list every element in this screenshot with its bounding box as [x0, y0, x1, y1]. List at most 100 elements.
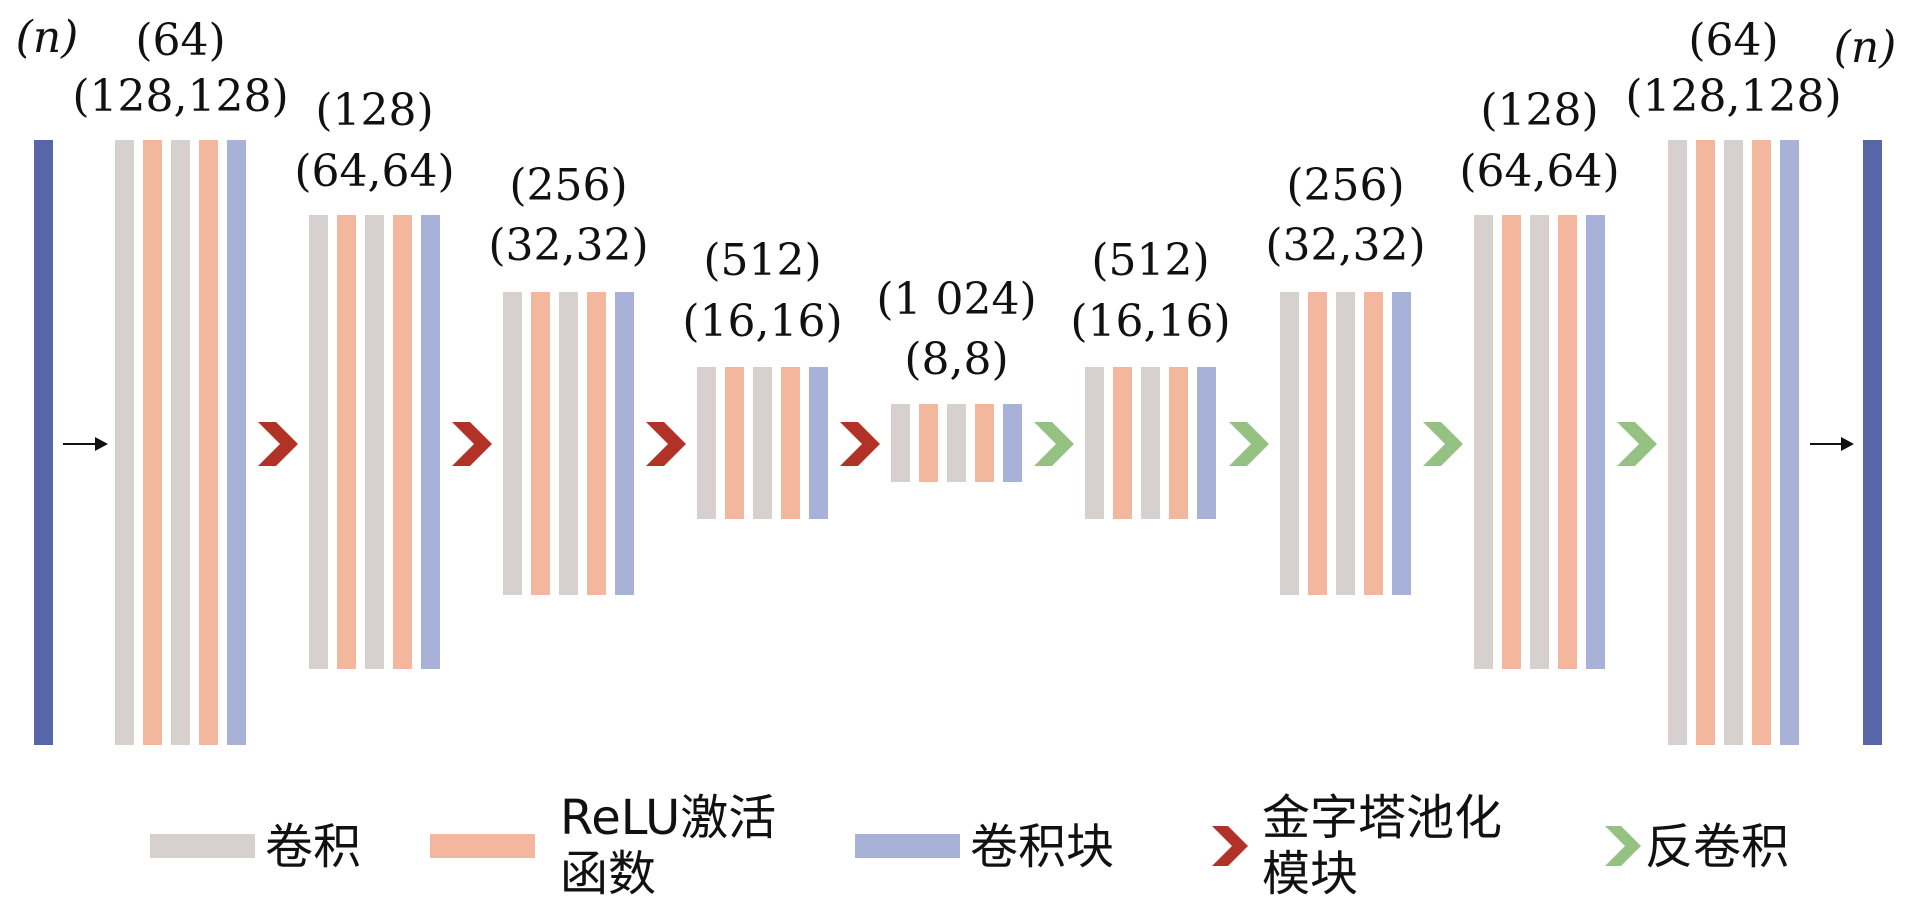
relu-layer: [1113, 367, 1132, 519]
relu-layer: [1364, 292, 1383, 595]
legend-swatch: [1605, 826, 1641, 866]
stage-7: (256) (32,32): [1265, 160, 1426, 595]
stage-size-label: (16,16): [682, 296, 842, 347]
conv-layer: [1668, 140, 1687, 745]
conv-layer: [171, 140, 190, 745]
stages: (64)(128,128)(128)(64,64)(256)(32,32)(51…: [72, 15, 1842, 745]
legend-item-deconv: 反卷积: [1605, 819, 1789, 875]
legend-label: 卷积块: [970, 819, 1114, 875]
conv-block-layer: [1780, 140, 1799, 745]
input-label: (n): [16, 12, 79, 63]
legend-swatch: [150, 834, 255, 858]
stage-size-label: (64,64): [294, 146, 454, 197]
conv-layer: [503, 292, 522, 595]
stage-size-label: (32,32): [1265, 220, 1425, 271]
pyramid-pooling-chevron: [840, 422, 880, 466]
conv-block-layer: [1586, 215, 1605, 669]
legend-label: 卷积: [265, 819, 361, 875]
stage-size-label: (8,8): [904, 334, 1008, 385]
relu-layer: [1752, 140, 1771, 745]
relu-layer: [587, 292, 606, 595]
relu-layer: [975, 404, 994, 482]
deconv-chevron: [1229, 422, 1269, 466]
stage-4: (512) (16,16): [682, 235, 843, 519]
relu-layer: [143, 140, 162, 745]
relu-layer: [919, 404, 938, 482]
stage-5: (1 024) (8,8): [876, 274, 1037, 482]
pyramid-pooling-chevron: [646, 422, 686, 466]
conv-layer: [1530, 215, 1549, 669]
legend-item-conv-block: 卷积块: [855, 819, 1114, 875]
conv-layer: [365, 215, 384, 669]
stage-size-label: (64,64): [1459, 146, 1619, 197]
stage-channels-label: (64): [135, 15, 225, 66]
conv-block-layer: [421, 215, 440, 669]
relu-layer: [725, 367, 744, 519]
conv-layer: [697, 367, 716, 519]
pyramid-pooling-chevron: [258, 422, 298, 466]
conv-layer: [1724, 140, 1743, 745]
legend-item-conv: 卷积: [150, 819, 361, 875]
conv-layer: [891, 404, 910, 482]
input-arrow: [63, 437, 108, 451]
conv-layer: [753, 367, 772, 519]
conv-layer: [1141, 367, 1160, 519]
stage-channels-label: (128): [315, 85, 433, 136]
output-bar: [1863, 140, 1882, 745]
legend-label: ReLU激活: [560, 790, 776, 846]
stage-6: (512) (16,16): [1070, 235, 1231, 519]
stage-channels-label: (128): [1480, 85, 1598, 136]
conv-layer: [1085, 367, 1104, 519]
connectors: [258, 422, 1657, 466]
output-label: (n): [1834, 22, 1897, 73]
legend-label: 反卷积: [1645, 819, 1789, 875]
stage-size-label: (32,32): [488, 220, 648, 271]
relu-layer: [393, 215, 412, 669]
output-arrow: [1810, 437, 1854, 451]
relu-layer: [1696, 140, 1715, 745]
legend-label: 金字塔池化: [1262, 790, 1502, 846]
relu-layer: [531, 292, 550, 595]
relu-layer: [1502, 215, 1521, 669]
stage-size-label: (128,128): [1625, 71, 1841, 122]
stage-channels-label: (64): [1688, 15, 1778, 66]
stage-2: (128) (64,64): [294, 85, 455, 669]
conv-block-layer: [227, 140, 246, 745]
stage-channels-label: (1 024): [876, 274, 1036, 325]
conv-block-layer: [615, 292, 634, 595]
conv-block-layer: [809, 367, 828, 519]
legend-label: 函数: [560, 846, 656, 902]
conv-block-layer: [1392, 292, 1411, 595]
stage-size-label: (128,128): [72, 71, 288, 122]
stage-channels-label: (512): [703, 235, 821, 286]
conv-layer: [1474, 215, 1493, 669]
relu-layer: [781, 367, 800, 519]
relu-layer: [337, 215, 356, 669]
deconv-chevron: [1034, 422, 1074, 466]
stage-9: (64)(128,128): [1625, 15, 1842, 745]
legend-swatch: [855, 834, 960, 858]
stage-8: (128) (64,64): [1459, 85, 1620, 669]
conv-layer: [947, 404, 966, 482]
legend-swatch: [1212, 826, 1248, 866]
legend-swatch: [430, 834, 535, 858]
conv-block-layer: [1197, 367, 1216, 519]
relu-layer: [1308, 292, 1327, 595]
stage-1: (64)(128,128): [72, 15, 289, 745]
conv-layer: [1336, 292, 1355, 595]
stage-channels-label: (256): [509, 160, 627, 211]
input-bar: [34, 140, 53, 745]
conv-layer: [1280, 292, 1299, 595]
conv-block-layer: [1003, 404, 1022, 482]
legend-label: 模块: [1262, 846, 1358, 902]
stage-size-label: (16,16): [1070, 296, 1230, 347]
conv-layer: [115, 140, 134, 745]
stage-channels-label: (512): [1091, 235, 1209, 286]
deconv-chevron: [1423, 422, 1463, 466]
stage-channels-label: (256): [1286, 160, 1404, 211]
pyramid-pooling-chevron: [452, 422, 492, 466]
